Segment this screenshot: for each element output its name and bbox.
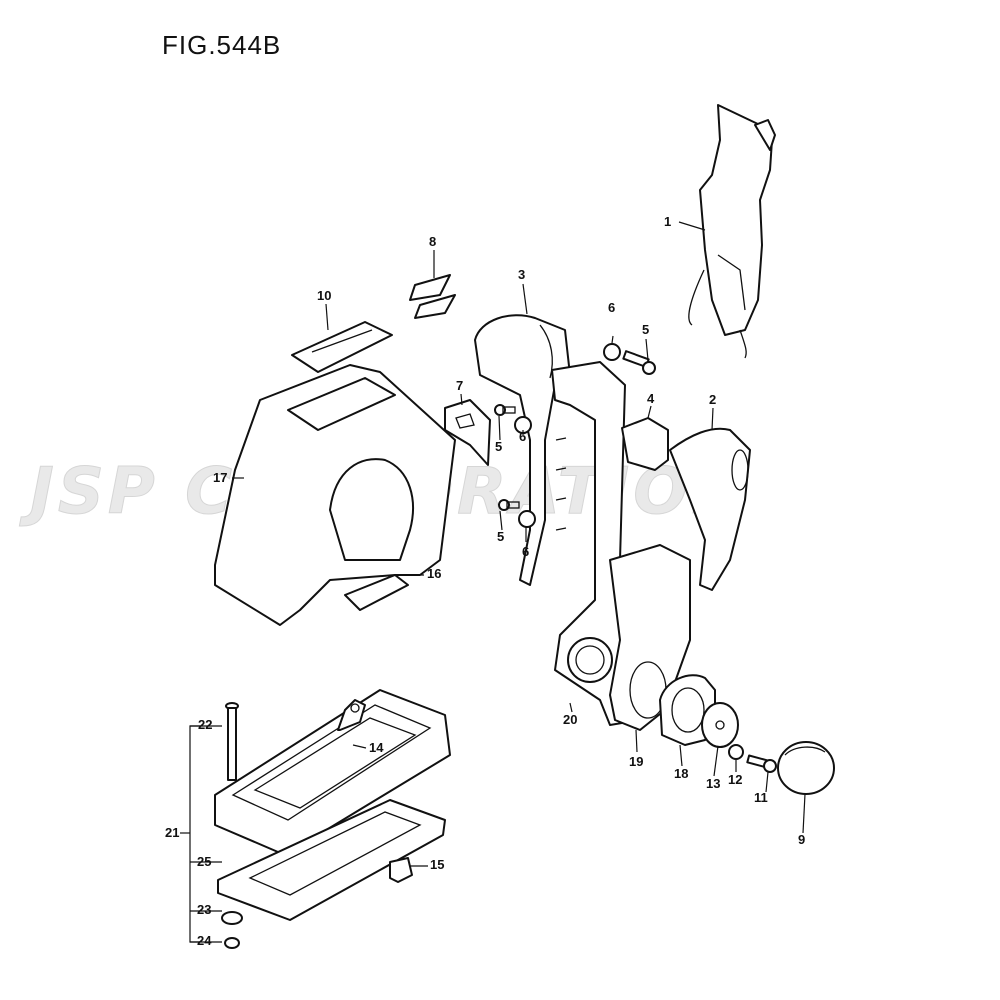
part-9-cap[interactable] bbox=[777, 741, 835, 795]
callout-14[interactable]: 14 bbox=[369, 740, 384, 755]
callout-20[interactable]: 20 bbox=[563, 712, 578, 727]
part-16-plate[interactable] bbox=[344, 574, 409, 611]
part-5-screw-b[interactable] bbox=[494, 404, 516, 416]
callout-1[interactable]: 1 bbox=[664, 214, 672, 229]
part-11-screw[interactable] bbox=[746, 754, 777, 773]
part-24-nut[interactable] bbox=[224, 937, 240, 949]
part-10-label-plate[interactable] bbox=[291, 321, 393, 373]
callout-22[interactable]: 22 bbox=[198, 717, 213, 732]
callout-12[interactable]: 12 bbox=[728, 772, 743, 787]
callout-11[interactable]: 11 bbox=[754, 790, 768, 805]
callout-23[interactable]: 23 bbox=[197, 902, 212, 917]
callout-6b[interactable]: 6 bbox=[519, 429, 527, 444]
part-21-base-housing[interactable] bbox=[214, 689, 451, 856]
callout-19[interactable]: 19 bbox=[629, 754, 644, 769]
callout-17[interactable]: 17 bbox=[213, 470, 228, 485]
part-22-bolt[interactable] bbox=[225, 702, 239, 781]
part-17-cover[interactable] bbox=[214, 364, 456, 626]
callout-24[interactable]: 24 bbox=[197, 933, 212, 948]
part-5-screw-c[interactable] bbox=[498, 499, 520, 511]
callout-10[interactable]: 10 bbox=[317, 288, 332, 303]
part-23-washer[interactable] bbox=[221, 911, 243, 925]
callout-13[interactable]: 13 bbox=[706, 776, 721, 791]
part-12-washer[interactable] bbox=[728, 744, 744, 760]
callout-6c[interactable]: 6 bbox=[522, 544, 530, 559]
callout-7[interactable]: 7 bbox=[456, 378, 464, 393]
callout-5b[interactable]: 5 bbox=[495, 439, 503, 454]
part-14-tab[interactable] bbox=[337, 699, 366, 731]
part-25-gasket[interactable] bbox=[217, 799, 446, 921]
callout-9[interactable]: 9 bbox=[798, 832, 806, 847]
part-6-washer-c[interactable] bbox=[518, 510, 536, 528]
part-4-knob[interactable] bbox=[621, 417, 669, 471]
part-8-emblem[interactable] bbox=[409, 274, 456, 319]
callout-6a[interactable]: 6 bbox=[608, 300, 616, 315]
callout-15[interactable]: 15 bbox=[430, 857, 445, 872]
callout-16[interactable]: 16 bbox=[427, 566, 442, 581]
part-15-clip[interactable] bbox=[389, 857, 413, 883]
callout-8[interactable]: 8 bbox=[429, 234, 437, 249]
figure-title: FIG.544B bbox=[162, 30, 282, 60]
part-13-disc[interactable] bbox=[701, 702, 739, 748]
callout-21[interactable]: 21 bbox=[165, 825, 180, 840]
callout-3[interactable]: 3 bbox=[518, 267, 526, 282]
callout-18[interactable]: 18 bbox=[674, 766, 689, 781]
part-7-clip[interactable] bbox=[444, 399, 491, 466]
part-2-arm[interactable] bbox=[669, 427, 751, 591]
callout-5c[interactable]: 5 bbox=[497, 529, 505, 544]
part-6-washer-a[interactable] bbox=[603, 343, 621, 361]
callout-25[interactable]: 25 bbox=[197, 854, 212, 869]
callout-5a[interactable]: 5 bbox=[642, 322, 650, 337]
part-1-control-lever[interactable] bbox=[688, 104, 776, 359]
callout-2[interactable]: 2 bbox=[709, 392, 717, 407]
leader-lines bbox=[180, 221, 806, 943]
part-5-screw-a[interactable] bbox=[622, 350, 656, 375]
callout-4[interactable]: 4 bbox=[647, 391, 655, 406]
